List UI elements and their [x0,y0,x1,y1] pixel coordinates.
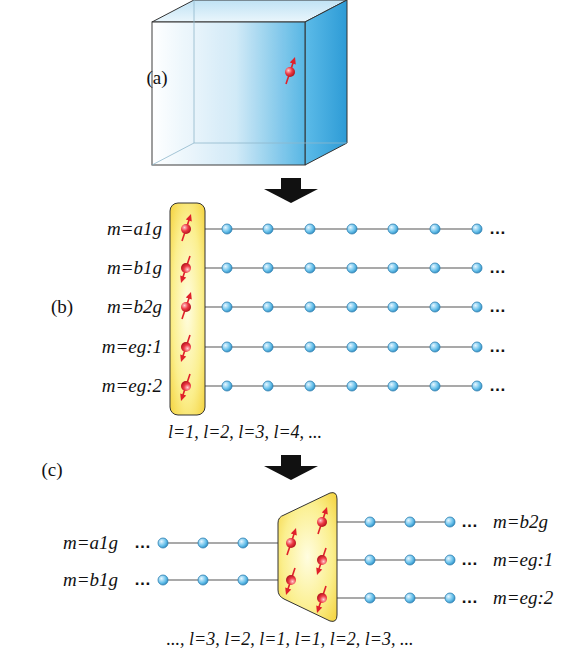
step-arrow [264,455,318,480]
step-arrow [264,178,318,203]
orbital-label: m=b1g [107,258,162,279]
orbital-label: m=a1g [107,219,162,240]
orbital-label: m=eg:2 [102,376,162,397]
orbital-label: m=a1g [63,533,118,554]
panel-label: (a) [146,68,167,89]
orbital-label: m=b2g [107,297,162,318]
chain-sites [222,224,482,391]
continuation-dots: … [134,534,152,553]
cube-illustration [152,0,347,165]
continuation-dots: … [489,220,507,239]
chain-sites [158,517,455,603]
continuation-dots: … [461,551,479,570]
impurity-spins [285,507,328,613]
orbital-label: m=eg:2 [493,588,553,609]
orbital-label: m=b1g [63,570,118,591]
impurity-spins [180,214,192,401]
orbital-label: m=eg:1 [493,550,553,571]
continuation-dots: … [489,298,507,317]
panel-label: (b) [51,297,73,318]
site-index-row: ..., l=3, l=2, l=1, l=1, l=2, l=3, ... [167,630,414,650]
orbital-label: m=eg:1 [102,337,162,358]
orbital-label: m=b2g [493,512,548,533]
continuation-dots: … [461,513,479,532]
continuation-dots: … [489,377,507,396]
continuation-dots: … [461,589,479,608]
impurity-box [278,493,337,622]
continuation-dots: … [134,571,152,590]
site-index-row: l=1, l=2, l=3, l=4, ... [168,423,322,443]
continuation-dots: … [489,338,507,357]
chain-lines [186,229,477,386]
continuation-dots: … [489,259,507,278]
panel-label: (c) [41,460,62,481]
impurity-box [170,203,205,415]
